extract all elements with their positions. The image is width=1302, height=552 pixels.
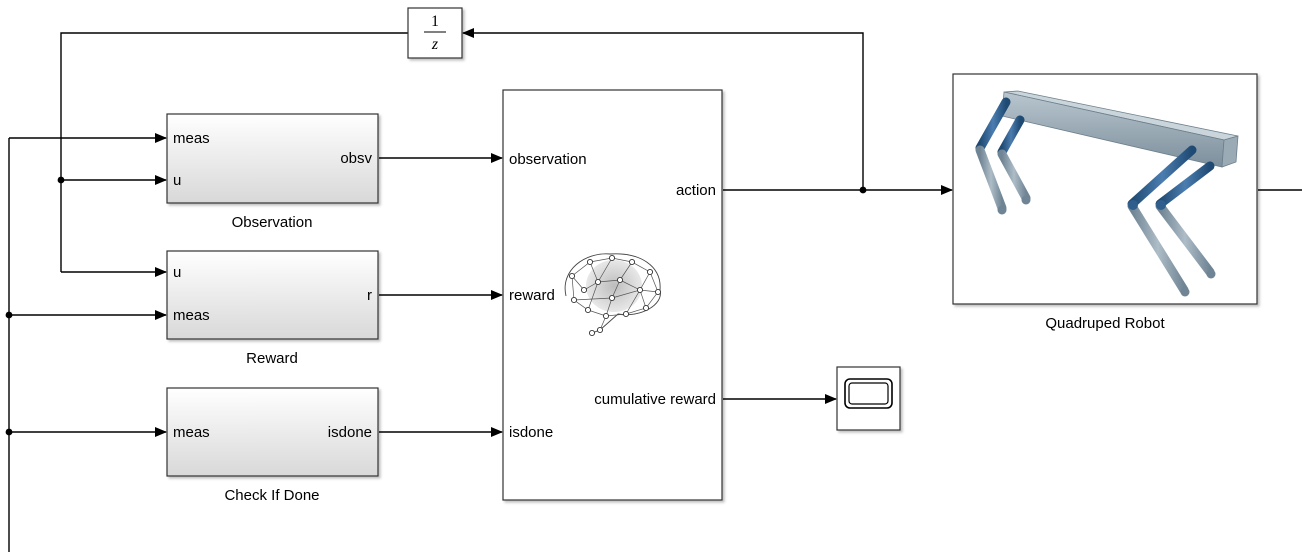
agent-port-isdone: isdone (509, 424, 553, 441)
observation-block[interactable] (166, 113, 379, 204)
neural-network-brain-icon (564, 253, 662, 337)
delay-denominator: z (431, 36, 439, 53)
observation-port-u: u (173, 172, 181, 189)
branch-point (57, 176, 65, 184)
branch-point (5, 311, 13, 319)
reward-port-meas: meas (173, 307, 210, 324)
reward-caption: Reward (246, 350, 298, 367)
check-done-port-meas: meas (173, 424, 210, 441)
signal-lines (8, 28, 1302, 552)
branch-point (859, 186, 867, 194)
check-done-caption: Check If Done (224, 487, 319, 504)
robot-caption: Quadruped Robot (1045, 315, 1165, 332)
observation-port-obsv: obsv (340, 150, 372, 167)
branch-points (5, 176, 867, 436)
scope-screen-icon (844, 378, 893, 409)
reward-block[interactable] (166, 250, 379, 340)
branch-point (5, 428, 13, 436)
unit-delay-block[interactable] (407, 7, 463, 59)
agent-port-action: action (676, 182, 716, 199)
reward-port-u: u (173, 264, 181, 281)
check-done-port-isdone: isdone (328, 424, 372, 441)
delay-numerator: 1 (431, 13, 439, 30)
reward-port-r: r (367, 287, 372, 304)
agent-port-reward: reward (509, 287, 555, 304)
check-done-block[interactable] (166, 387, 379, 477)
delay-output-line[interactable] (60, 32, 408, 272)
action-feedback-line[interactable] (462, 28, 864, 190)
agent-port-cumulative-reward: cumulative reward (594, 391, 716, 408)
observation-port-meas: meas (173, 130, 210, 147)
agent-port-observation: observation (509, 151, 587, 168)
observation-caption: Observation (232, 214, 313, 231)
quadruped-robot-icon (975, 90, 1239, 297)
